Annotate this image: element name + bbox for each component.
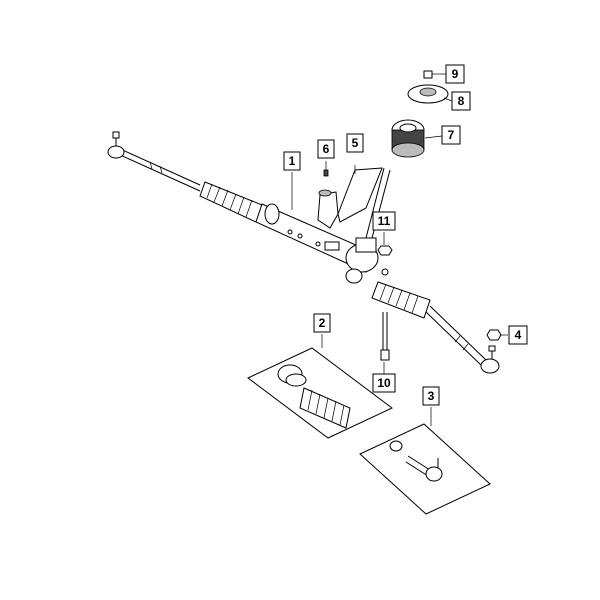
part-9-nut — [423, 70, 433, 79]
left-boot — [199, 181, 263, 223]
pinion-housing — [345, 167, 391, 284]
callout-2: 2 — [313, 313, 331, 333]
right-tie-rod — [425, 305, 500, 374]
callout-8: 8 — [451, 91, 471, 111]
part-3-kit — [359, 423, 491, 515]
part-11-nut — [377, 245, 393, 256]
part-8-washer — [407, 84, 449, 104]
callout-11: 11 — [372, 211, 396, 231]
callout-10: 10 — [372, 373, 396, 393]
part-7-column — [391, 119, 425, 158]
part-10-bolt — [380, 312, 390, 361]
callout-3: 3 — [422, 386, 440, 406]
callout-6: 6 — [317, 139, 335, 159]
part-6-screw — [323, 169, 329, 177]
rack-assembly — [107, 131, 500, 374]
left-tie-rod — [107, 131, 201, 192]
rack-housing — [255, 203, 373, 273]
callout-10-label: 10 — [377, 376, 391, 390]
callout-1: 1 — [283, 151, 301, 171]
callout-4: 4 — [508, 325, 528, 345]
callout-4-label: 4 — [515, 328, 522, 342]
right-boot — [371, 281, 431, 319]
callout-3-label: 3 — [428, 389, 435, 403]
callout-11-label: 11 — [378, 214, 391, 228]
leader-lines — [291, 73, 508, 426]
callout-1-label: 1 — [289, 154, 296, 168]
callout-7-label: 7 — [448, 128, 455, 142]
part-2-kit — [247, 347, 393, 439]
callout-9-label: 9 — [452, 67, 459, 81]
callout-8-label: 8 — [458, 94, 465, 108]
callout-5: 5 — [346, 133, 364, 153]
callout-6-label: 6 — [323, 142, 330, 156]
part-5-bracket — [317, 167, 383, 229]
callout-7: 7 — [441, 125, 461, 145]
callout-2-label: 2 — [319, 316, 326, 330]
part-4-nut — [486, 329, 502, 341]
callout-5-label: 5 — [352, 136, 359, 150]
callout-9: 9 — [445, 64, 465, 84]
